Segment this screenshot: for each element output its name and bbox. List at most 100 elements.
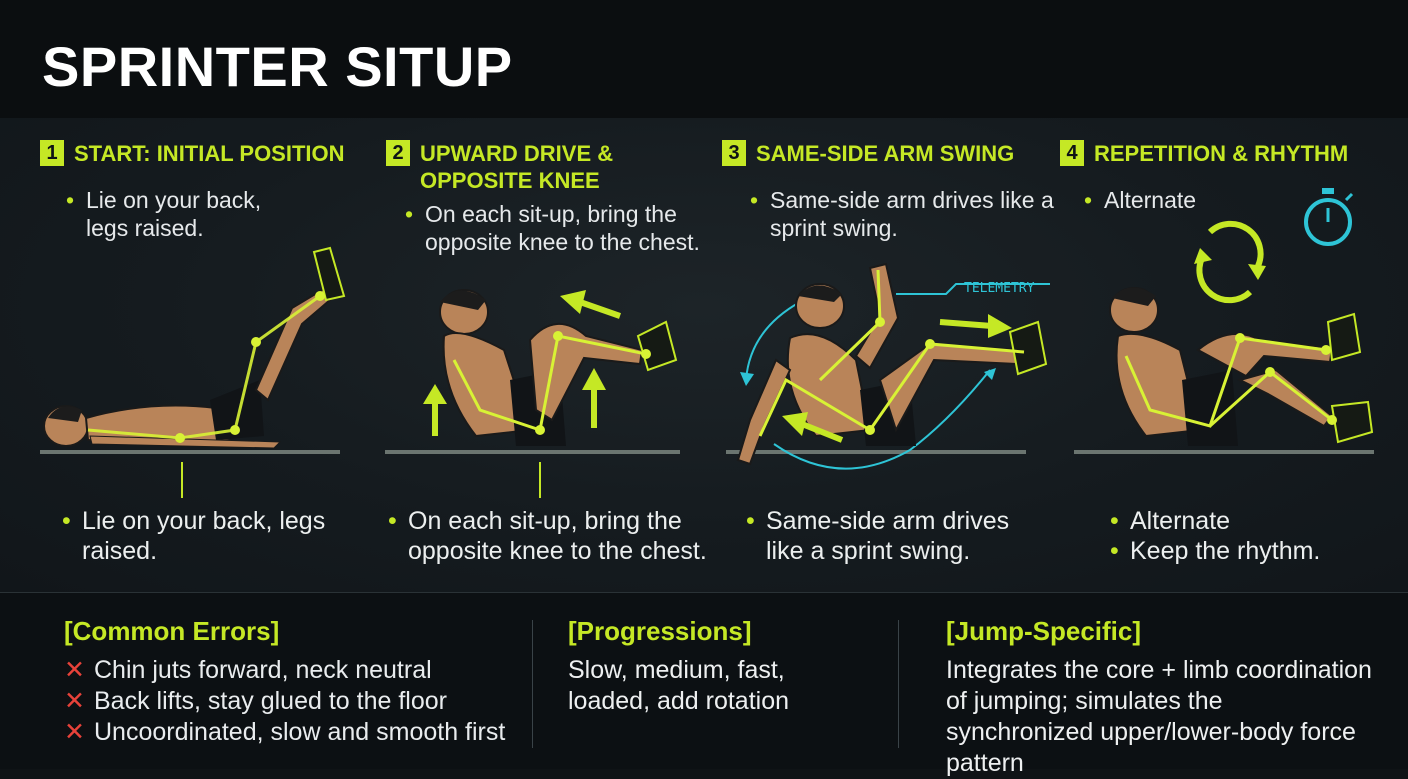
jump-specific-text: Integrates the core + limb coordination … bbox=[946, 656, 1372, 777]
telemetry-line bbox=[896, 283, 1050, 295]
error-x-icon: ✕ bbox=[64, 718, 85, 746]
progressions-text: Slow, medium, fast, loaded, add rotation bbox=[568, 656, 790, 715]
lower-arm bbox=[736, 358, 792, 466]
progressions-section: [Progressions] Slow, medium, fast, loade… bbox=[568, 616, 868, 717]
shoe bbox=[312, 246, 346, 302]
error-item-text: Uncoordinated, slow and smooth first bbox=[94, 718, 506, 746]
progressions-title: [Progressions] bbox=[568, 616, 752, 646]
error-item-text: Back lifts, stay glued to the floor bbox=[94, 687, 447, 715]
shoe bbox=[1008, 320, 1048, 376]
joint bbox=[865, 425, 875, 435]
hair bbox=[48, 406, 82, 422]
joint bbox=[230, 425, 240, 435]
step-1-bottom-list: Lie on your back, legs raised. bbox=[62, 506, 342, 566]
joint bbox=[175, 433, 185, 443]
step-2-bottom-item: On each sit-up, bring the opposite knee … bbox=[388, 506, 708, 566]
joint bbox=[315, 291, 325, 301]
step-4-bottom-item: Alternate bbox=[1110, 506, 1370, 536]
error-item: ✕ Chin juts forward, neck neutral bbox=[64, 655, 514, 686]
step-4-bottom-item: Keep the rhythm. bbox=[1110, 536, 1370, 566]
hair bbox=[1112, 287, 1156, 306]
page-title: SPRINTER SITUP bbox=[42, 35, 513, 98]
step-3-title: SAME-SIDE ARM SWING bbox=[756, 141, 1015, 166]
swing-arrow-head bbox=[782, 412, 808, 436]
step-3-bottom-item: Same-side arm drives like a sprint swing… bbox=[746, 506, 1016, 566]
swing-arrow bbox=[800, 421, 844, 443]
joint bbox=[535, 425, 545, 435]
joint bbox=[1327, 415, 1337, 425]
shoe bbox=[1330, 400, 1374, 444]
common-errors-section: [Common Errors] ✕ Chin juts forward, nec… bbox=[64, 616, 514, 748]
swing-arc bbox=[745, 301, 801, 381]
lower-leg bbox=[1237, 368, 1334, 428]
step-4-illustration bbox=[1074, 188, 1374, 454]
step-1-illustration bbox=[40, 246, 346, 498]
error-item-text: Chin juts forward, neck neutral bbox=[94, 656, 432, 684]
stopwatch-icon bbox=[1304, 188, 1354, 246]
pull-arrow-head bbox=[560, 290, 586, 314]
step-4-title: REPETITION & RHYTHM bbox=[1094, 141, 1349, 166]
step-2: 2 UPWARD DRIVE & OPPOSITE KNEE bbox=[386, 140, 716, 194]
error-item: ✕ Uncoordinated, slow and smooth first bbox=[64, 717, 514, 748]
up-arrow-head bbox=[423, 384, 447, 404]
swing-arc-head bbox=[740, 372, 754, 386]
step-3-top-text: Same-side arm drives like a sprint swing… bbox=[750, 186, 1060, 242]
step-1-top-text: Lie on your back, legs raised. bbox=[66, 186, 306, 242]
up-arrow-head bbox=[582, 368, 606, 390]
error-x-icon: ✕ bbox=[64, 687, 85, 715]
cycle-arrows-icon bbox=[1194, 220, 1266, 304]
step-1: 1 START: INITIAL POSITION bbox=[40, 140, 370, 167]
telemetry-label: TELEMETRY bbox=[964, 281, 1035, 296]
step-2-illustration bbox=[385, 289, 680, 498]
step-4-top-text: Alternate bbox=[1084, 186, 1264, 214]
jump-specific-section: [Jump-Specific] Integrates the core + li… bbox=[946, 616, 1376, 779]
joint bbox=[251, 337, 261, 347]
header-bar: SPRINTER SITUP bbox=[0, 0, 1408, 118]
step-1-title: START: INITIAL POSITION bbox=[74, 141, 345, 166]
step-4-header: 4 REPETITION & RHYTHM bbox=[1060, 140, 1390, 167]
swing-arc bbox=[773, 369, 991, 470]
joint bbox=[875, 317, 885, 327]
hair bbox=[798, 285, 842, 302]
step-3-number: 3 bbox=[722, 140, 746, 166]
drive-arrow bbox=[939, 319, 993, 329]
legs bbox=[528, 322, 644, 422]
step-1-number: 1 bbox=[40, 140, 64, 166]
shorts bbox=[210, 380, 264, 440]
step-3: 3 SAME-SIDE ARM SWING bbox=[722, 140, 1052, 167]
step-4-number: 4 bbox=[1060, 140, 1084, 166]
step-1-bottom-item: Lie on your back, legs raised. bbox=[62, 506, 342, 566]
torso bbox=[1115, 332, 1202, 438]
step-3-header: 3 SAME-SIDE ARM SWING bbox=[722, 140, 1052, 167]
joint bbox=[925, 339, 935, 349]
legs bbox=[254, 282, 334, 402]
step-3-illustration: TELEMETRY bbox=[726, 262, 1050, 470]
arm bbox=[89, 435, 282, 449]
joint bbox=[1265, 367, 1275, 377]
joint bbox=[1321, 345, 1331, 355]
error-item: ✕ Back lifts, stay glued to the floor bbox=[64, 686, 514, 717]
pull-arrow bbox=[579, 299, 621, 319]
joint bbox=[641, 349, 651, 359]
common-errors-title: [Common Errors] bbox=[64, 616, 280, 646]
step-2-bottom-list: On each sit-up, bring the opposite knee … bbox=[388, 506, 708, 566]
footer-divider bbox=[532, 620, 533, 748]
shoe bbox=[1326, 312, 1362, 362]
step-4-bottom-list: Alternate Keep the rhythm. bbox=[1110, 506, 1370, 566]
torso bbox=[442, 332, 532, 438]
step-4: 4 REPETITION & RHYTHM bbox=[1060, 140, 1390, 167]
jump-specific-title: [Jump-Specific] bbox=[946, 616, 1142, 646]
error-x-icon: ✕ bbox=[64, 656, 85, 684]
joint bbox=[553, 331, 563, 341]
step-3-bottom-list: Same-side arm drives like a sprint swing… bbox=[746, 506, 1016, 566]
swing-arc-head bbox=[984, 368, 996, 380]
joint bbox=[1235, 333, 1245, 343]
step-2-header: 2 UPWARD DRIVE & OPPOSITE KNEE bbox=[386, 140, 716, 194]
step-2-title: UPWARD DRIVE & OPPOSITE KNEE bbox=[420, 141, 614, 193]
shoe bbox=[636, 320, 678, 372]
step-2-top-text: On each sit-up, bring the opposite knee … bbox=[405, 200, 725, 256]
hair bbox=[440, 290, 486, 310]
drive-arrow-head bbox=[988, 314, 1012, 338]
footer-panel bbox=[0, 592, 1408, 769]
step-1-header: 1 START: INITIAL POSITION bbox=[40, 140, 370, 167]
